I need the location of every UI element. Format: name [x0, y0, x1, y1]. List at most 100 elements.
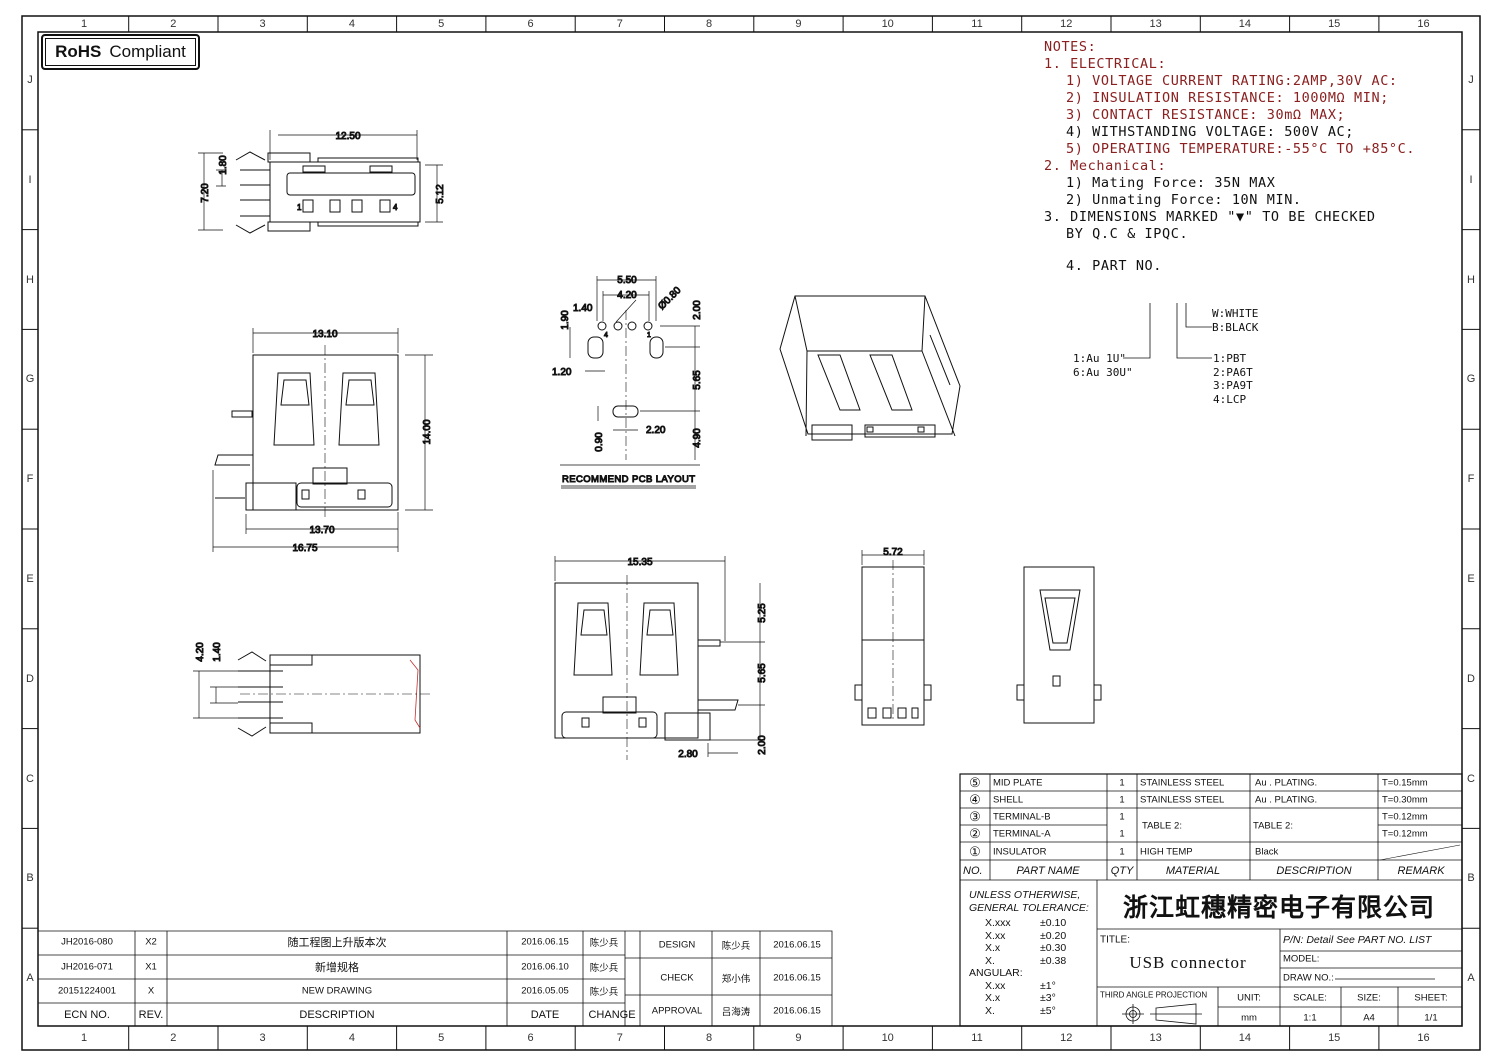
material-option-lcp: 4:LCP: [1213, 392, 1247, 406]
rev-header-change: CHANGE: [588, 1009, 636, 1021]
bom-material: STAINLESS STEEL: [1140, 794, 1225, 806]
pcb-layout-label: RECOMMEND PCB LAYOUT: [562, 474, 695, 485]
bom-remark: T=0.12mm: [1382, 811, 1428, 823]
zone-row-label: G: [25, 373, 35, 386]
note-e5: 5) OPERATING TEMPERATURE:-55°C TO +85°C.: [1066, 141, 1416, 157]
tolerance-block: UNLESS OTHERWISE, GENERAL TOLERANCE:: [969, 889, 1089, 915]
zone-row-label: F: [26, 473, 34, 486]
zone-row-label: J: [1468, 74, 1474, 86]
zone-column-label: 7: [616, 18, 623, 30]
title-label: TITLE:: [1100, 934, 1131, 946]
dim-1-80: 1.80: [218, 155, 229, 175]
color-option-black: B:BLACK: [1212, 320, 1259, 334]
dim-5-72: 5.72: [883, 547, 903, 558]
zone-column-label: 7: [616, 1032, 623, 1044]
bom-qty: 1: [1119, 794, 1125, 806]
zone-row-label: D: [1467, 672, 1475, 685]
zone-row-label: J: [27, 74, 33, 86]
approval-date: 2016.06.15: [773, 972, 821, 984]
note-mechanical: 2. Mechanical:: [1044, 158, 1167, 174]
bom-no: ①: [969, 844, 981, 859]
rohs-compliant-badge: RoHS Compliant: [41, 34, 200, 70]
dim-4-20-bottom: 4.20: [195, 642, 206, 662]
tol-value: ±0.20: [1040, 929, 1067, 942]
bom-qty: 1: [1119, 846, 1125, 858]
dim-2-80: 2.80: [678, 749, 698, 760]
bom-header-description: DESCRIPTION: [1276, 865, 1352, 877]
dim-13-70: 13.70: [309, 525, 334, 536]
sheet-value: 1/1: [1424, 1012, 1438, 1024]
front-view: 15.35 5.25 5.65 2.00 2.80: [554, 556, 769, 761]
rev-change: 陈少兵: [589, 963, 619, 974]
tol-format: X.x: [985, 942, 1001, 954]
zone-row-label: E: [1467, 573, 1475, 585]
approval-date: 2016.06.15: [773, 939, 821, 951]
tol-value: ±0.10: [1040, 917, 1067, 929]
zone-column-label: 2: [170, 18, 177, 30]
zone-row-label: E: [26, 573, 34, 585]
top-view: 12.50 5.12 7.20 1.80 1 4: [198, 130, 447, 234]
dim-7-20: 7.20: [200, 183, 211, 203]
bottom-view: 4.20 1.40: [193, 641, 430, 737]
zone-column-label: 16: [1417, 1032, 1430, 1044]
model-label: MODEL:: [1283, 953, 1320, 965]
note-e1: 1) VOLTAGE CURRENT RATING:2AMP,30V AC:: [1066, 73, 1398, 89]
zone-row-label: D: [26, 672, 34, 685]
draw-no-label: DRAW NO.:: [1283, 972, 1334, 984]
zone-column-label: 1: [80, 18, 88, 30]
tolerance-heading-1: UNLESS OTHERWISE,: [969, 889, 1081, 901]
note-m1: 1) Mating Force: 35N MAX: [1066, 175, 1276, 191]
zone-column-label: 5: [438, 1032, 445, 1044]
dim-2-20: 2.20: [646, 425, 666, 436]
zone-column-label: 6: [527, 18, 534, 30]
rev-date: 2016.06.10: [521, 961, 569, 973]
dim-2-00: 2.00: [692, 300, 703, 320]
revision-table-grid: [38, 930, 833, 1026]
zone-row-label: H: [26, 273, 34, 286]
unit-value: mm: [1241, 1012, 1257, 1024]
zone-column-label: 4: [348, 1032, 355, 1044]
bom-qty: 1: [1119, 777, 1125, 789]
bom-remark: T=0.30mm: [1382, 794, 1428, 806]
bom-part-name: TERMINAL-B: [993, 811, 1051, 823]
size-value: A4: [1363, 1012, 1375, 1024]
rev-date: 2016.06.15: [521, 936, 569, 948]
bom-part-name: MID PLATE: [993, 777, 1043, 789]
approval-role: DESIGN: [658, 939, 696, 951]
dim-13-10: 13.10: [312, 329, 337, 340]
pcb-pin-1: 1: [647, 332, 651, 339]
note-electrical: 1. ELECTRICAL:: [1044, 56, 1167, 72]
projection-symbol: [1122, 1003, 1202, 1025]
zone-row-label: A: [26, 972, 34, 985]
note-3a: 3. DIMENSIONS MARKED "▼" TO BE CHECKED: [1044, 209, 1376, 225]
rev-ecn: JH2016-071: [61, 961, 113, 973]
part-no-plating-options: 1:Au 1U" 6:Au 30U": [1073, 352, 1133, 379]
bom-remark: T=0.12mm: [1382, 828, 1428, 840]
rev-description: 新增规格: [315, 962, 359, 974]
bom-description: Au . PLATING.: [1255, 777, 1318, 789]
zone-column-label: 15: [1328, 18, 1341, 30]
bom-header-part-name: PART NAME: [1016, 865, 1080, 877]
material-option-pa6t: 2:PA6T: [1213, 365, 1253, 379]
angular-label: ANGULAR:: [969, 967, 1023, 979]
zone-column-label: 13: [1149, 1032, 1162, 1044]
zone-row-label: C: [1467, 772, 1475, 785]
part-no-color-options: W:WHITE B:BLACK: [1212, 307, 1258, 334]
bom-part-name: SHELL: [993, 794, 1024, 806]
note-e4: 4) WITHSTANDING VOLTAGE: 500V AC;: [1066, 124, 1355, 140]
zone-column-label: 4: [348, 18, 355, 30]
dim-16-75: 16.75: [292, 543, 317, 554]
zone-column-label: 8: [706, 1032, 713, 1044]
pcb-pin-4: 4: [604, 332, 608, 339]
zone-column-label: 8: [706, 18, 713, 30]
zone-row-label: G: [1466, 373, 1476, 386]
bom-no: ②: [969, 826, 981, 841]
approval-name: 郑小伟: [721, 974, 751, 985]
rohs-label: RoHS: [55, 42, 102, 61]
plating-option-6: 6:Au 30U": [1073, 365, 1133, 379]
dim-14-00: 14.00: [422, 419, 433, 444]
note-e3: 3) CONTACT RESISTANCE: 30mΩ MAX;: [1066, 107, 1346, 123]
approval-name: 吕海涛: [721, 1007, 751, 1018]
notes-heading: NOTES:: [1044, 39, 1097, 55]
zone-column-label: 9: [795, 18, 802, 30]
